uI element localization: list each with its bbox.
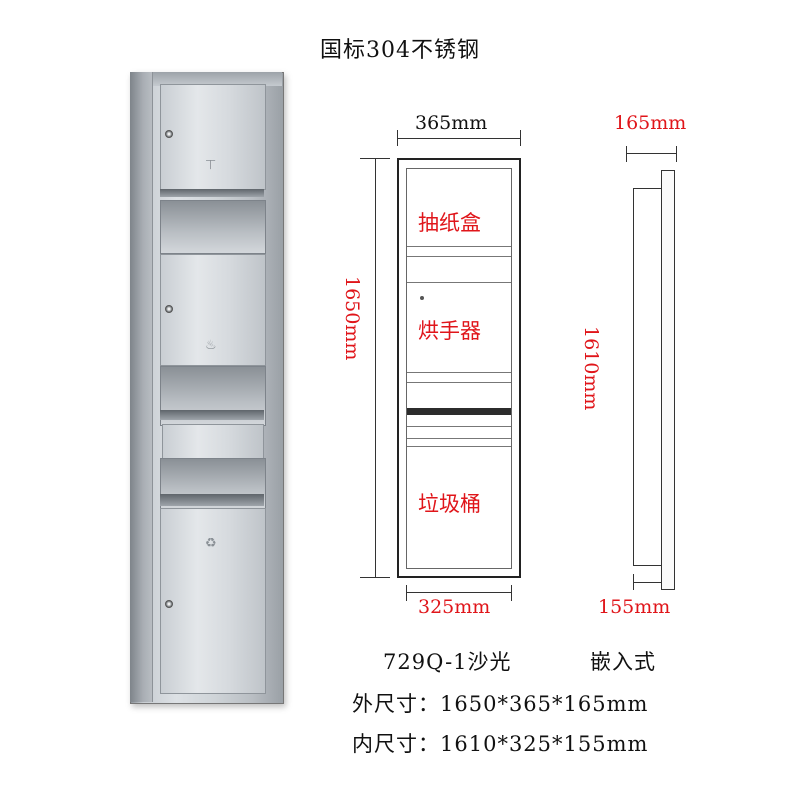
depth-dimension-inner: 155mm [598, 596, 671, 618]
compartment-line [407, 446, 511, 447]
cabinet-dryer-door [160, 254, 266, 366]
front-inner-frame [406, 168, 512, 569]
dimension-line [375, 158, 376, 578]
label-hand-dryer: 烘手器 [418, 319, 481, 343]
label-paper-box: 抽纸盒 [418, 211, 481, 235]
trash-icon: ♻ [205, 536, 217, 551]
width-dimension-outer: 365mm [415, 112, 488, 134]
lock-icon [165, 130, 173, 138]
cabinet-open-niche [160, 200, 266, 254]
height-dimension-inner: 1610mm [580, 326, 602, 411]
dimension-tick [511, 585, 512, 601]
label-trash-bin: 垃圾桶 [418, 492, 481, 516]
front-outer-frame [397, 158, 521, 578]
dimension-tick [520, 130, 521, 146]
depth-dimension-outer: 165mm [614, 112, 687, 134]
paper-towel-icon: ⊤ [205, 158, 217, 173]
cabinet-waste-slot [160, 494, 264, 506]
cabinet-top-edge [130, 72, 282, 86]
compartment-line [407, 426, 511, 427]
compartment-line [407, 256, 511, 257]
compartment-line [407, 372, 511, 373]
cabinet-drawer [162, 424, 264, 460]
compartment-line [407, 438, 511, 439]
side-outer-flange [661, 170, 675, 590]
cabinet-paper-slot [160, 189, 264, 197]
inner-size: 内尺寸：1610*325*155mm [352, 732, 649, 756]
compartment-line [407, 282, 511, 283]
dimension-tick [676, 146, 677, 162]
dimension-line [626, 153, 676, 154]
height-dimension-outer: 1650mm [341, 276, 363, 361]
width-dimension-inner: 325mm [418, 596, 491, 618]
compartment-line [407, 382, 511, 383]
dimension-line [406, 592, 512, 593]
dimension-line [633, 582, 661, 583]
hand-dryer-icon: ♨ [205, 338, 217, 353]
dimension-tick [661, 574, 662, 590]
compartment-line [407, 246, 511, 247]
lock-icon [165, 600, 173, 608]
lock-icon [420, 296, 424, 300]
dimension-tick [406, 585, 407, 601]
cabinet-side-panel [130, 72, 153, 702]
side-inner-box [633, 188, 661, 566]
dimension-tick [626, 146, 627, 162]
cabinet-paper-door [160, 84, 266, 190]
model-number: 729Q-1沙光 [383, 650, 512, 674]
dimension-tick [360, 158, 390, 159]
dimension-line [397, 138, 521, 139]
install-type: 嵌入式 [590, 650, 656, 674]
lock-icon [165, 305, 173, 313]
cabinet-trash-door [160, 508, 266, 694]
page-title: 国标304不锈钢 [320, 38, 480, 63]
dimension-tick [397, 130, 398, 146]
cabinet-tray [160, 410, 264, 420]
compartment-divider-bar [407, 408, 511, 415]
outer-size: 外尺寸：1650*365*165mm [352, 692, 649, 716]
dimension-tick [360, 577, 390, 578]
